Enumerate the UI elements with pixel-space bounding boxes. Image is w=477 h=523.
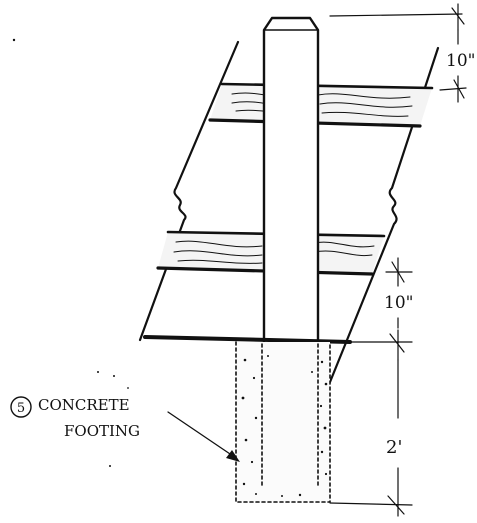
bottom-clearance-label: 10" (384, 293, 413, 313)
left-fence-outline (138, 40, 240, 342)
concrete-footing (235, 341, 331, 503)
bottom-clearance-dimension: 10" (384, 257, 413, 329)
footing-depth-dimension: 2' (329, 329, 413, 517)
ground-line (143, 335, 352, 344)
right-fence-outline (328, 46, 440, 384)
concrete-aggregate-dots (241, 355, 328, 497)
callout-leader-line (167, 411, 237, 459)
footing-depth-label: 2' (386, 437, 402, 458)
fence-post (262, 16, 320, 344)
concrete-footing-callout: 5 CONCRETE FOOTING (10, 396, 240, 462)
callout-arrowhead (226, 450, 240, 462)
callout-line2: FOOTING (64, 422, 140, 440)
upper-rail (208, 82, 434, 128)
callout-number-circle (10, 396, 32, 418)
callout-number: 5 (17, 401, 25, 416)
callout-line1: CONCRETE (38, 396, 130, 414)
scan-specks (12, 38, 129, 467)
top-clearance-dimension: 10" (329, 3, 475, 103)
top-clearance-label: 10" (446, 51, 475, 71)
